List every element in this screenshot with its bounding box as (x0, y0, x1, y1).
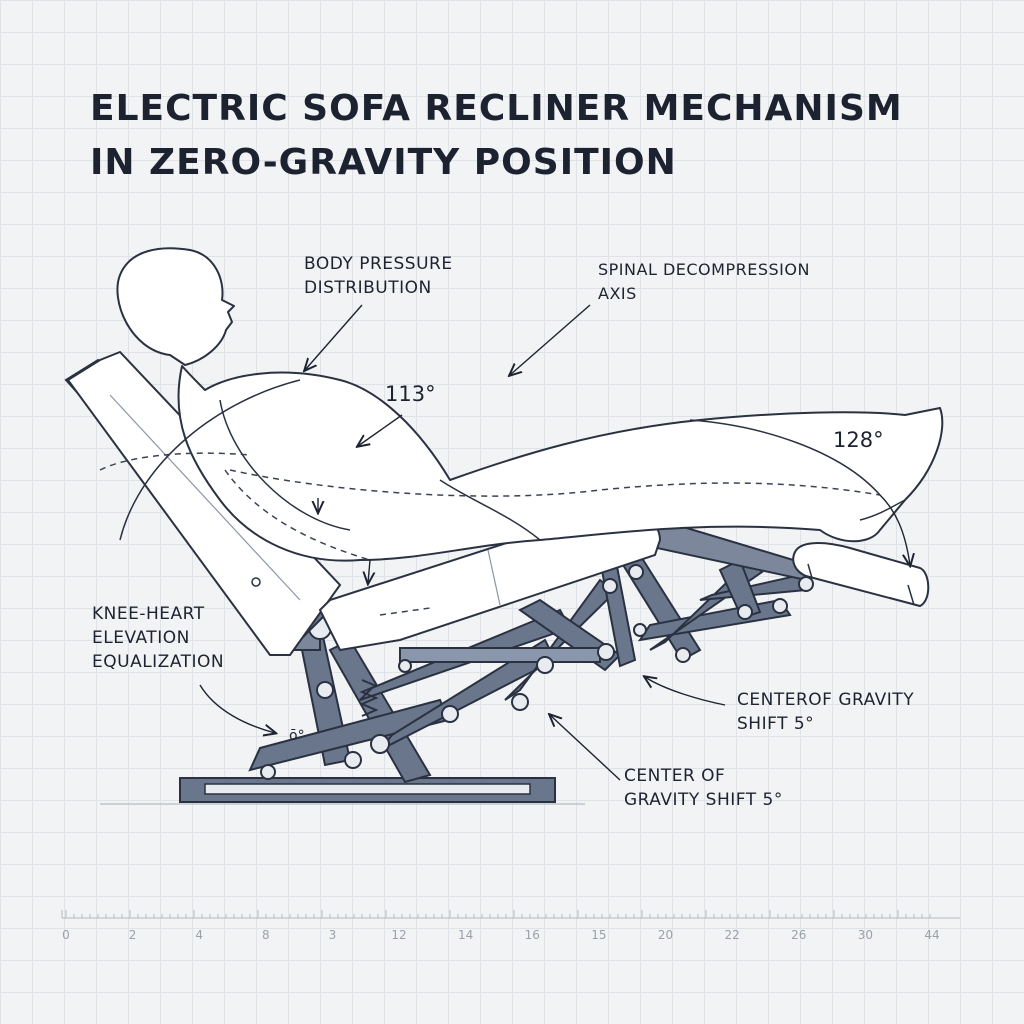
diagram-title: ELECTRIC SOFA RECLINER MECHANISM IN ZERO… (90, 82, 903, 190)
knee-heart-line1: KNEE-HEART (92, 604, 205, 624)
ruler-label: 16 (524, 928, 540, 942)
annotation-arrows (199, 304, 910, 781)
knee-heart-label: KNEE-HEART ELEVATION EQUALIZATION (92, 602, 224, 674)
body-pressure-line1: BODY PRESSURE (304, 254, 453, 274)
knee-heart-line2: ELEVATION (92, 628, 190, 648)
cog-right-line2: SHIFT 5° (737, 714, 815, 734)
ruler-label: 14 (458, 928, 474, 942)
ruler-label: 4 (195, 928, 204, 942)
angle-arcs (119, 379, 881, 541)
spinal-line2: AXIS (598, 284, 637, 303)
knee-angle-label: 128° (833, 428, 884, 452)
human-figure (116, 247, 944, 562)
knee-heart-line3: EQUALIZATION (92, 652, 225, 672)
base-frame (100, 777, 585, 805)
spinal-decompression-label: SPINAL DECOMPRESSION AXIS (598, 258, 810, 306)
footrest (792, 542, 930, 608)
ruler-label: 20 (657, 928, 674, 942)
backrest (64, 350, 342, 656)
ruler-label: 30 (857, 928, 874, 942)
title-line-1: ELECTRIC SOFA RECLINER MECHANISM (90, 88, 903, 129)
spinal-line1: SPINAL DECOMPRESSION (598, 260, 810, 279)
ruler-label: 0 (62, 928, 70, 942)
ruler-label: 26 (791, 928, 807, 942)
cog-bottom-line2: GRAVITY SHIFT 5° (624, 790, 783, 810)
ruler (61, 910, 960, 919)
ruler-label: 3 (328, 928, 337, 942)
ruler-label: 12 (391, 928, 407, 942)
body-pressure-line2: DISTRIBUTION (304, 278, 432, 298)
ruler-label: 22 (724, 928, 740, 942)
body-pressure-label: BODY PRESSURE DISTRIBUTION (304, 252, 453, 300)
cog-bottom-line1: CENTER OF (624, 766, 726, 786)
dashed-guides (99, 452, 881, 616)
cog-shift-right-label: CENTEROF GRAVITY SHIFT 5° (737, 688, 914, 736)
ruler-label: 2 (128, 928, 137, 942)
small-angle-mark: ō° (289, 728, 305, 744)
ruler-label: 8 (262, 928, 270, 942)
hip-angle-label: 113° (385, 382, 436, 406)
cog-shift-bottom-label: CENTER OF GRAVITY SHIFT 5° (624, 764, 783, 812)
linkage-mechanism (248, 518, 814, 784)
title-line-2: IN ZERO-GRAVITY POSITION (90, 142, 677, 183)
ruler-label: 15 (591, 928, 607, 942)
cog-right-line1: CENTEROF GRAVITY (737, 690, 915, 710)
ruler-label: 44 (924, 928, 940, 942)
